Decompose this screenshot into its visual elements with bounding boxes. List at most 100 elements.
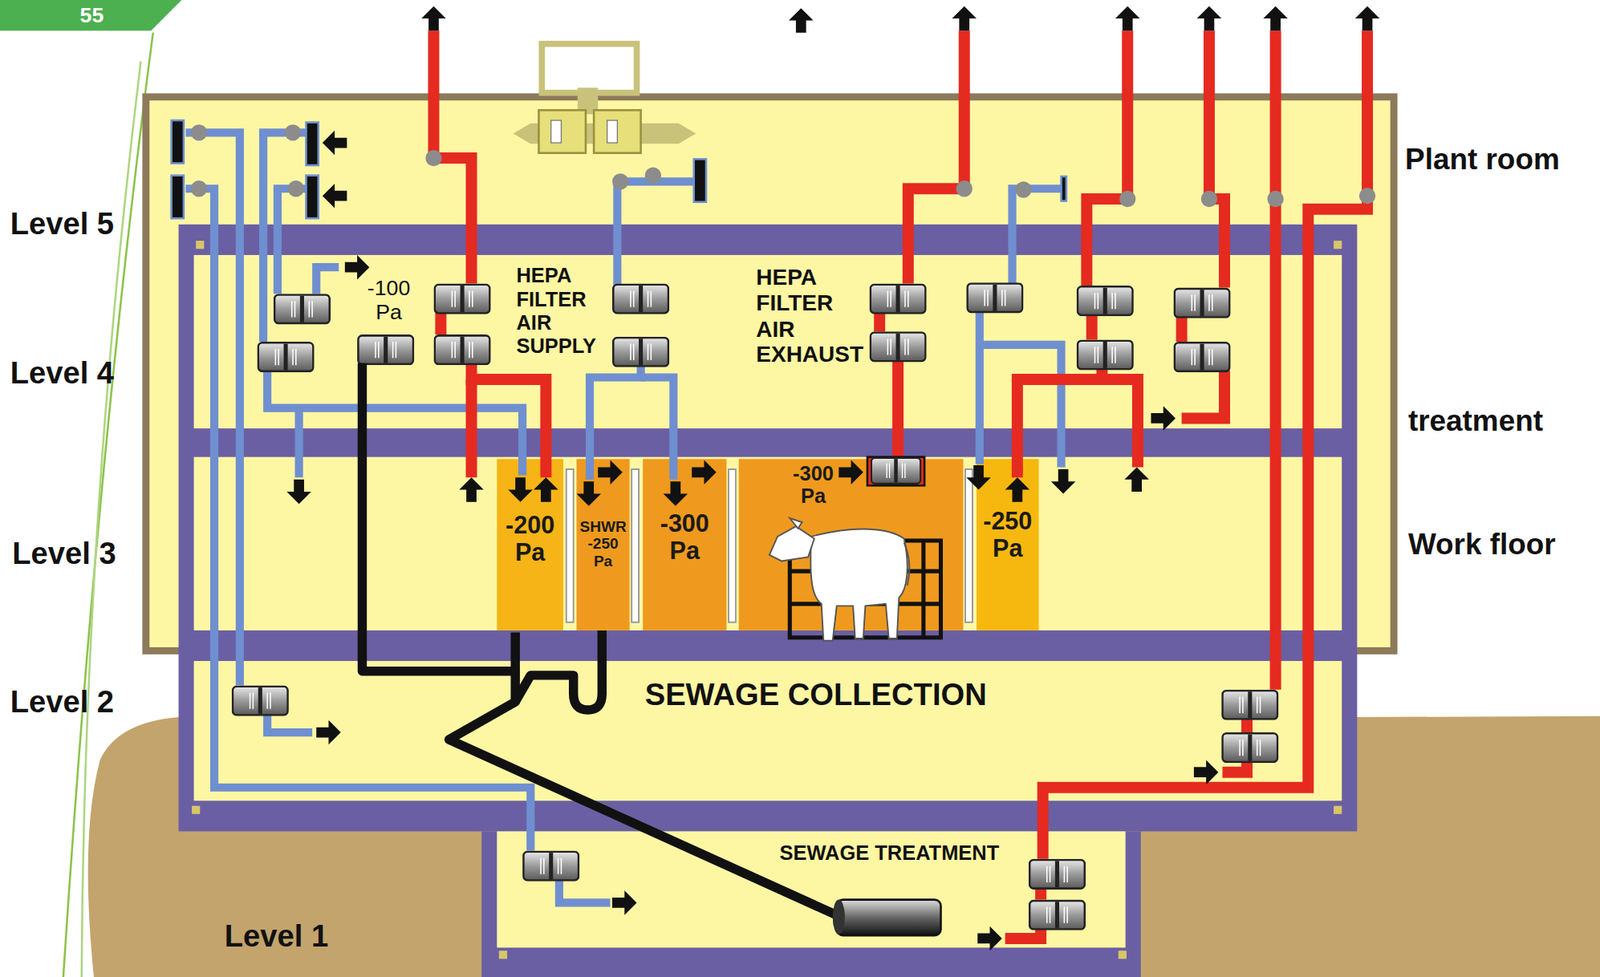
supply-duct-part: [1012, 188, 1062, 286]
roof-fan-part: [538, 109, 585, 153]
pressure-value: SHWR -250 Pa: [576, 518, 630, 570]
hepa-filter-part: [232, 686, 289, 716]
pressure-value: -200 Pa: [496, 511, 564, 567]
hepa-filter-part: [434, 335, 491, 365]
hepa-filter-part: [871, 458, 921, 484]
roof-fan-part: [593, 109, 641, 153]
supply-duct-part: [617, 181, 697, 294]
hepa-filter: [232, 284, 1278, 930]
exhaust-duct-part: [1043, 30, 1368, 860]
hepa-filter-part: [867, 457, 925, 487]
cow-illustration-part: [789, 518, 802, 529]
system-label: HEPA FILTER AIR EXHAUST: [755, 263, 866, 368]
building-part-part: [1333, 240, 1342, 249]
containment-rooms-part-part: [631, 469, 639, 623]
building-part-part: [1333, 806, 1342, 815]
containment-rooms-part-part: [566, 469, 574, 623]
exhaust-duct-part: [471, 363, 547, 478]
area-label: SEWAGE COLLECTION: [645, 677, 987, 713]
hepa-filter-part: [1174, 342, 1231, 372]
zone-label: treatment: [1408, 404, 1544, 439]
airflow-arrow-part: [1355, 6, 1381, 32]
duct-elbows-part: [956, 180, 973, 197]
roof-fan-part-part: [551, 120, 562, 143]
hepa-filter-part: [870, 332, 926, 362]
airflow-arrow-part: [951, 6, 977, 32]
airflow-arrow-part: [691, 460, 717, 486]
airflow-arrow-part: [1005, 477, 1031, 503]
airflow-arrow-part: [533, 477, 559, 503]
animal-stall-part: [921, 540, 926, 638]
roof-fan-part: [551, 120, 618, 143]
supply-duct-part: [559, 879, 611, 903]
pressure-value: -300 Pa: [785, 462, 841, 508]
containment-room: -300 Pa: [642, 458, 727, 631]
hepa-filter-part: [258, 342, 314, 372]
level-label: Level 4: [10, 356, 114, 392]
airflow-arrow-part: [663, 481, 689, 507]
containment-rooms-part: [976, 458, 1040, 631]
exhaust-duct: [433, 30, 1368, 939]
exhaust-duct-part: [1176, 316, 1188, 342]
intake-grille-part: [171, 175, 184, 219]
airflow-arrow-part: [458, 477, 484, 503]
building: [146, 97, 1394, 977]
level-label: Level 5: [10, 207, 114, 243]
building-part-part: [195, 240, 204, 249]
airflow-arrow-part: [1197, 6, 1223, 32]
roof-fan: [513, 44, 697, 154]
roof-fan-part-part: [607, 120, 618, 143]
building-part: [178, 224, 1358, 833]
airflow-arrow-part: [1150, 406, 1176, 431]
duct-elbows-part: [1015, 181, 1032, 198]
exhaust-duct-part: [434, 312, 447, 335]
building-part-part: [191, 806, 200, 815]
containment-room: -200 Pa: [496, 458, 564, 631]
hepa-filter-part: [1029, 901, 1085, 930]
duct-elbows-part: [190, 124, 208, 141]
supply-duct-part: [975, 311, 984, 465]
cow-illustration-part: [769, 526, 815, 561]
supply-duct-part: [316, 267, 339, 294]
airflow-arrow-part: [576, 481, 602, 507]
duct-elbows-part: [284, 124, 301, 141]
exhaust-duct-part: [1181, 370, 1225, 419]
containment-rooms: [496, 458, 1039, 631]
roof-fan-part: [541, 44, 637, 94]
hepa-filter-part: [613, 337, 669, 367]
duct-elbows: [190, 124, 1376, 208]
intake-grille-part: [1061, 176, 1067, 202]
hepa-filter-part: [274, 295, 330, 325]
level-label: Level 3: [12, 536, 116, 573]
airflow-arrow-part: [1193, 759, 1219, 785]
cow-illustration: [769, 518, 910, 642]
sewage-pipe-part: [515, 630, 602, 711]
slide-number: 55: [63, 3, 121, 29]
duct-elbows-part: [425, 150, 442, 167]
airflow-arrow-part: [788, 8, 814, 33]
containment-room: -250 Pa: [976, 458, 1040, 631]
airflow-arrow-part: [612, 890, 638, 916]
airflow-arrow-part: [1051, 469, 1077, 495]
exhaust-duct-part: [1086, 30, 1128, 286]
exhaust-duct-part: [892, 360, 904, 458]
hepa-filter-part: [613, 284, 669, 314]
containment-room: SHWR -250 Pa: [576, 458, 630, 631]
duct-elbows-part: [612, 173, 629, 190]
hepa-filter-part: [1222, 690, 1278, 720]
hepa-filter-part: [1077, 286, 1133, 316]
airflow-arrow-part: [421, 6, 447, 32]
duct-elbows-part: [1267, 190, 1284, 208]
containment-rooms-part: [566, 469, 973, 623]
intake-grille-part: [306, 175, 319, 219]
sewage-tank-part: [832, 900, 845, 935]
hepa-filter-part: [434, 284, 491, 314]
sewage-pipe: [361, 363, 839, 917]
containment-room: -300 Pa: [739, 458, 964, 631]
building-part: [194, 661, 1343, 801]
supply-duct-part: [641, 377, 675, 480]
pressure-value: -250 Pa: [976, 507, 1040, 563]
containment-rooms-part: [576, 458, 630, 631]
sewage-tank: [832, 900, 942, 937]
duct-elbows-part: [288, 180, 305, 197]
